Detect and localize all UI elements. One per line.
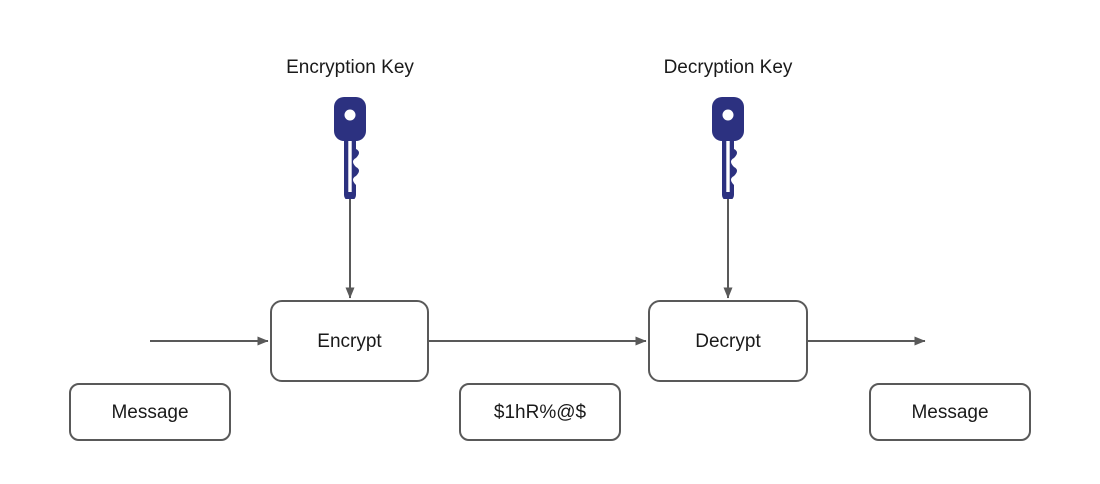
output-message-node[interactable]: Message: [869, 383, 1031, 441]
decrypt-node[interactable]: Decrypt: [648, 300, 808, 382]
decryption-key-label: Decryption Key: [663, 57, 793, 78]
input-message-node[interactable]: Message: [69, 383, 231, 441]
decrypt-node-label: Decrypt: [695, 330, 761, 352]
encrypt-node-label: Encrypt: [317, 330, 382, 352]
ciphertext-label: $1hR%@$: [493, 401, 587, 423]
input-message-label: Message: [111, 401, 189, 423]
encrypt-node[interactable]: Encrypt: [270, 300, 429, 382]
decryption-key-icon: [712, 97, 744, 199]
ciphertext-node[interactable]: $1hR%@$: [459, 383, 621, 441]
output-message-label: Message: [911, 401, 989, 423]
encryption-key-icon: [334, 97, 366, 199]
encryption-key-label: Encryption Key: [286, 57, 414, 78]
